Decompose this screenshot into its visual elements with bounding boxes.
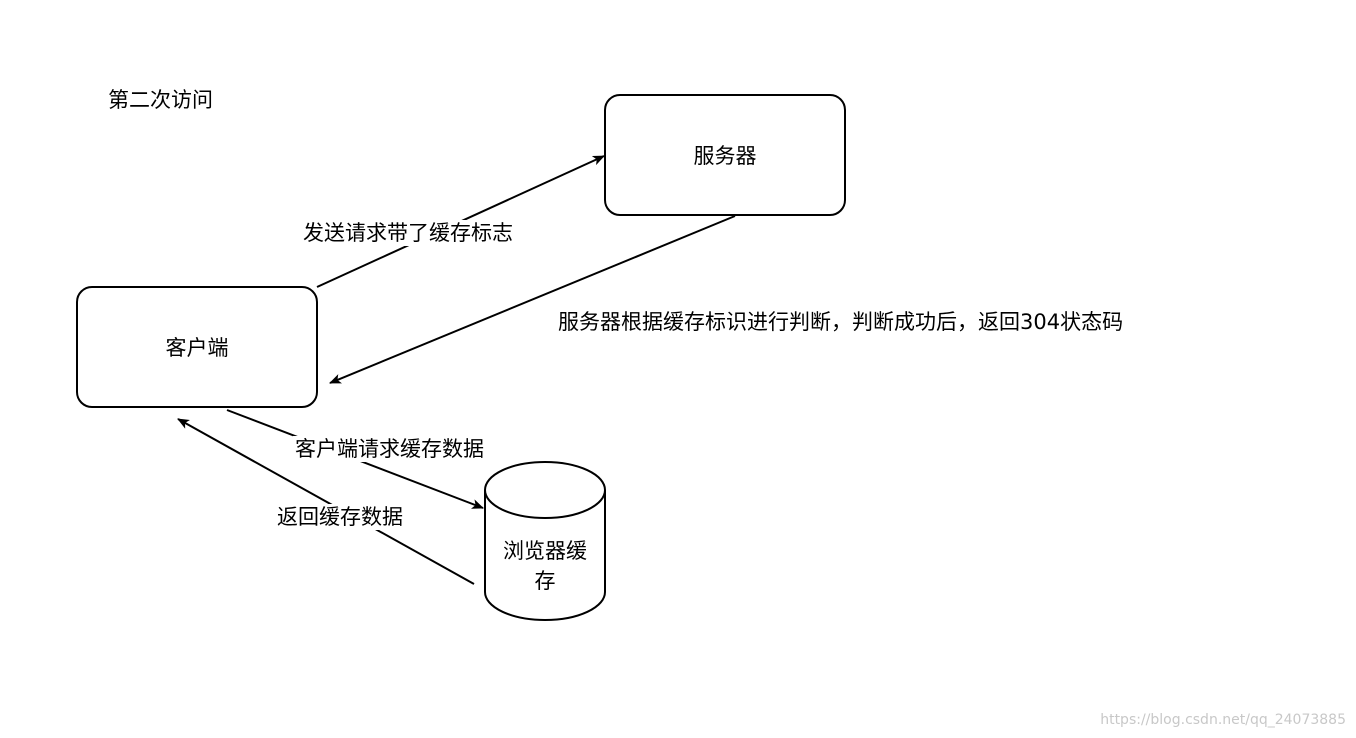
edge-label-client-to-server: 发送请求带了缓存标志 — [301, 220, 515, 246]
edge-label-server-to-client: 服务器根据缓存标识进行判断，判断成功后，返回304状态码 — [556, 309, 1126, 335]
client-label: 客户端 — [165, 336, 229, 360]
edge-label-cache-to-client: 返回缓存数据 — [275, 504, 405, 530]
cache-label-line2: 存 — [534, 569, 556, 593]
client-node: 客户端 — [76, 286, 318, 408]
edge-label-client-to-cache: 客户端请求缓存数据 — [293, 436, 486, 462]
cache-label: 浏览器缓 存 — [486, 536, 604, 596]
cache-cylinder — [484, 461, 606, 621]
server-label: 服务器 — [693, 144, 757, 168]
watermark: https://blog.csdn.net/qq_24073885 — [1100, 712, 1346, 728]
page-title: 第二次访问 — [108, 88, 213, 112]
arrow-cache-to-client — [177, 418, 475, 585]
arrow-server-to-client — [329, 215, 736, 384]
server-node: 服务器 — [604, 94, 846, 216]
cache-label-line1: 浏览器缓 — [503, 539, 587, 563]
